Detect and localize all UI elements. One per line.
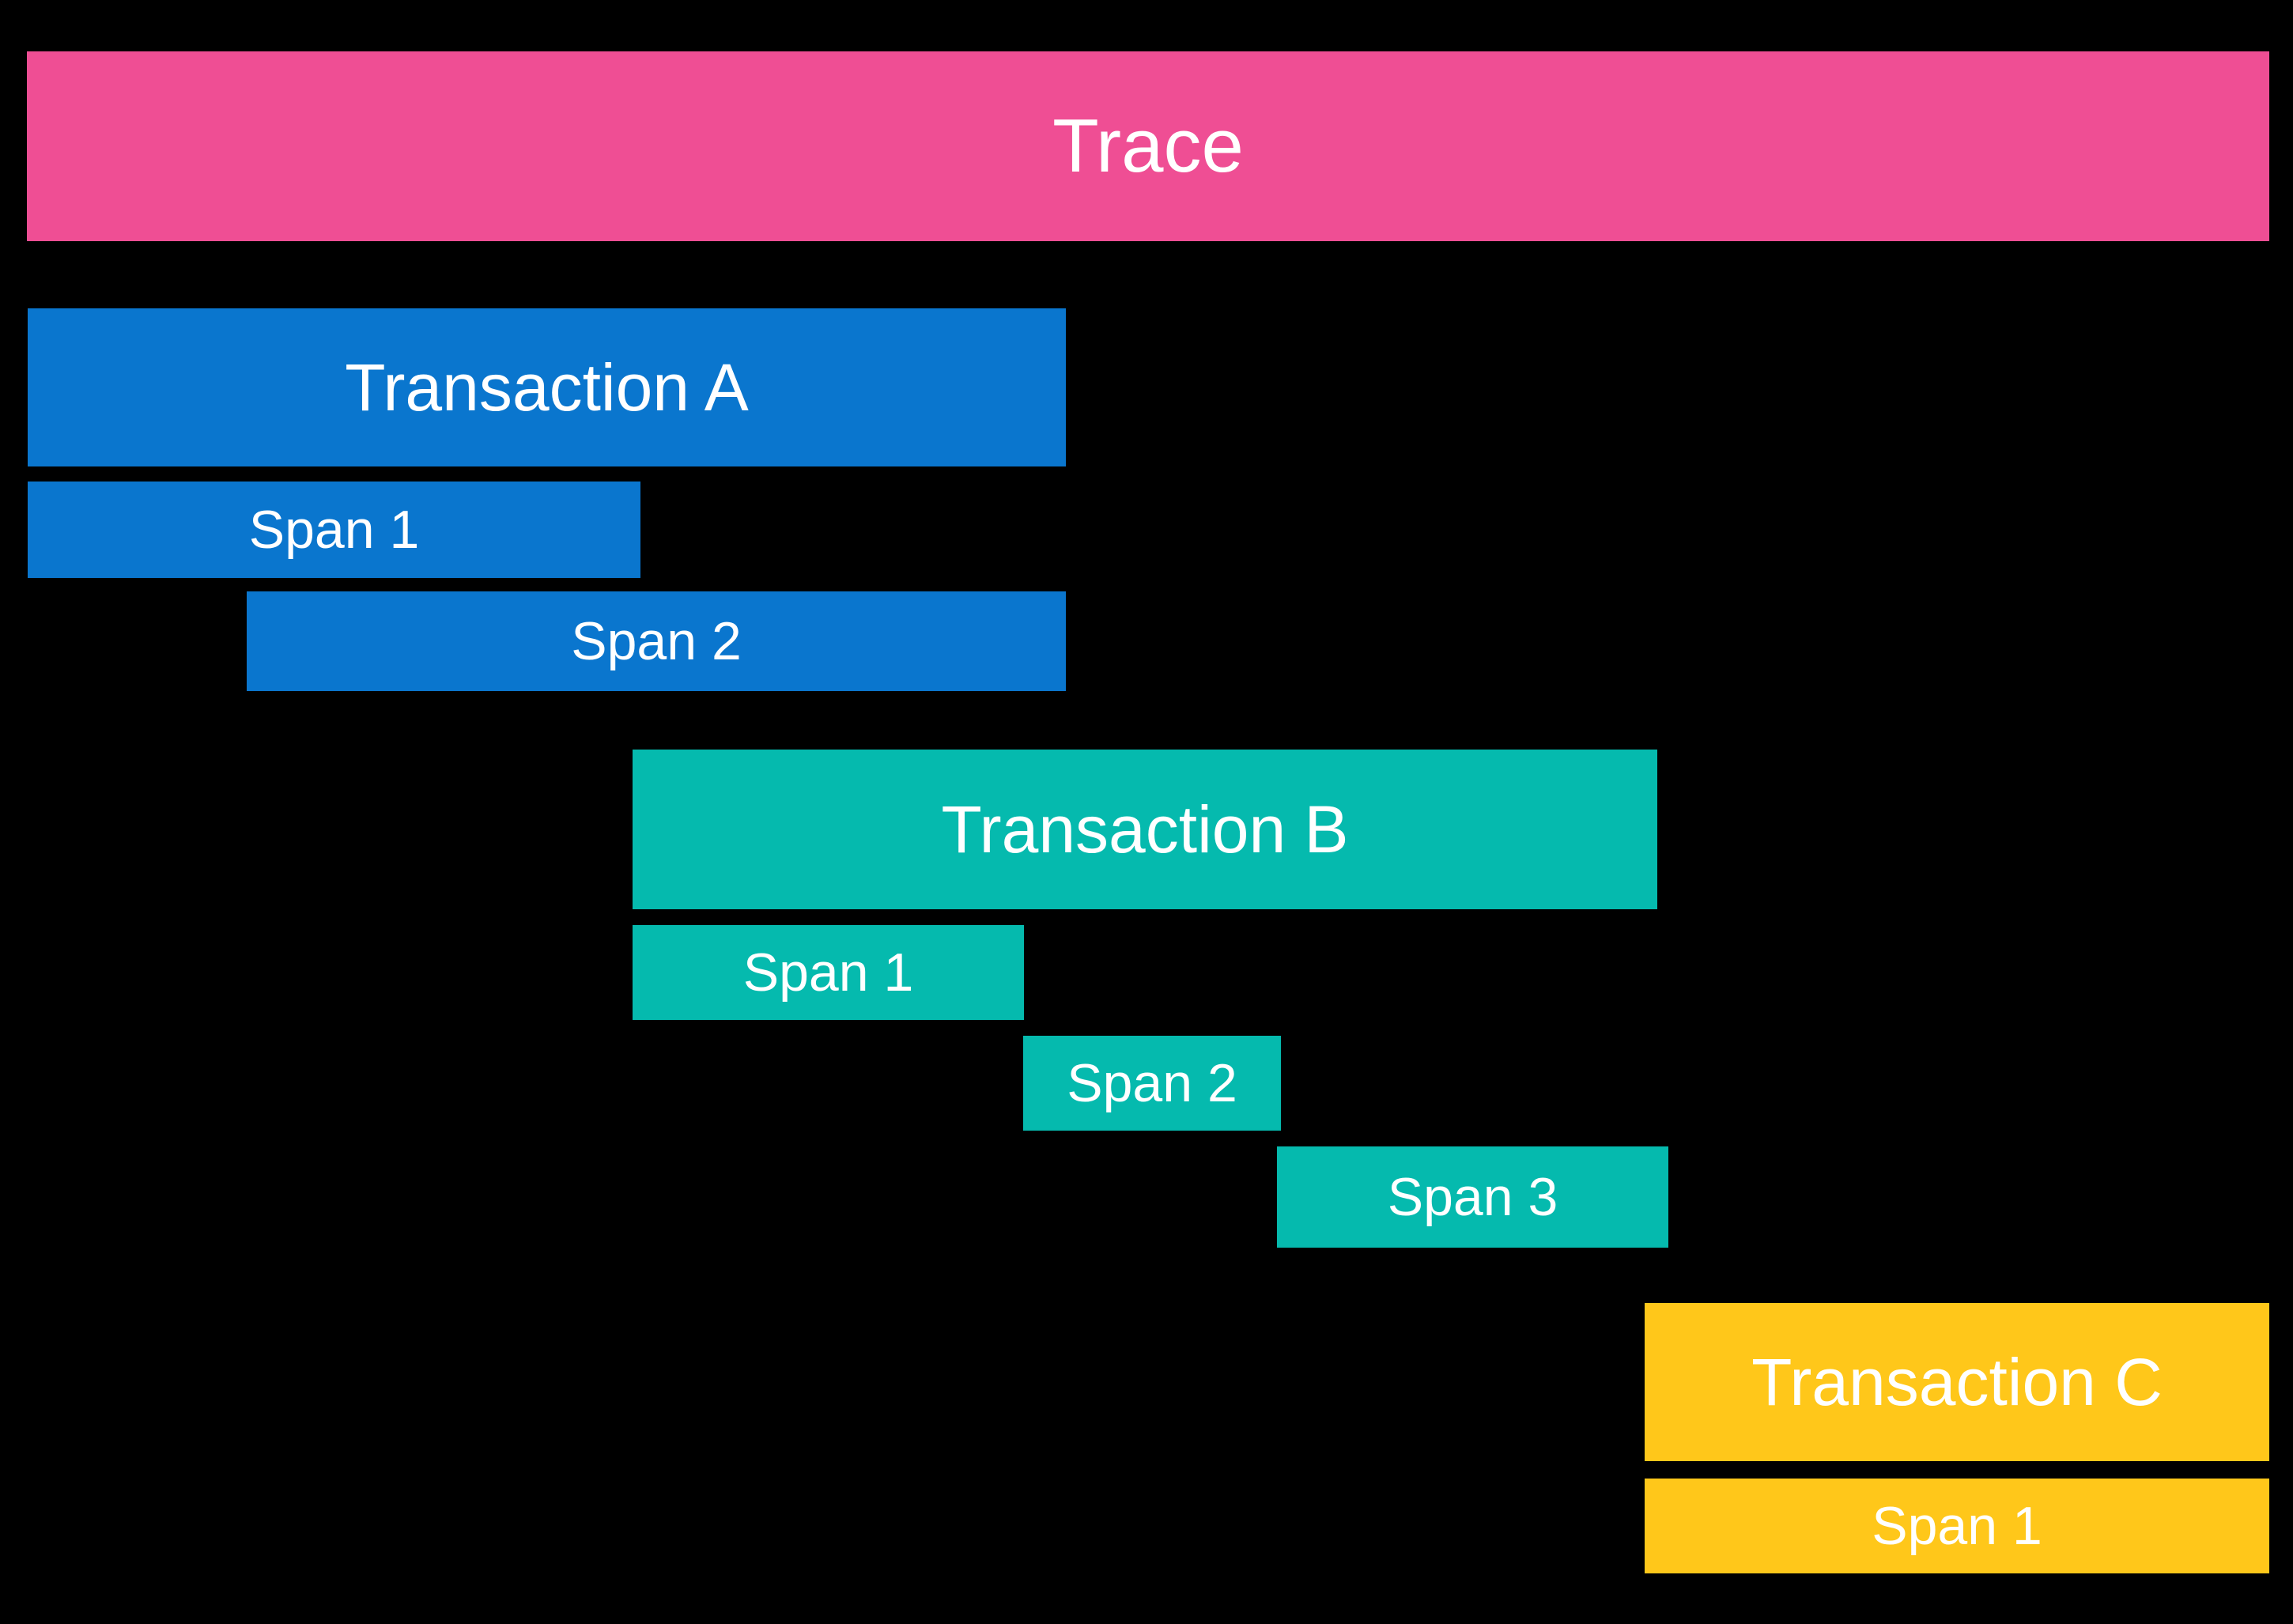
transaction-a-bar[interactable]: Transaction A: [28, 308, 1066, 466]
transaction-b-span-3-bar[interactable]: Span 3: [1277, 1146, 1668, 1248]
transaction-c-bar[interactable]: Transaction C: [1645, 1303, 2269, 1461]
transaction-b-span-1-label: Span 1: [742, 942, 914, 1003]
trace-bar[interactable]: Trace: [27, 51, 2269, 241]
transaction-b-label: Transaction B: [941, 792, 1349, 867]
transaction-b-span-2-bar[interactable]: Span 2: [1023, 1036, 1281, 1131]
transaction-b-span-2-label: Span 2: [1067, 1053, 1237, 1113]
transaction-b-bar[interactable]: Transaction B: [633, 750, 1657, 909]
trace-label: Trace: [1052, 104, 1244, 188]
transaction-b-span-3-label: Span 3: [1387, 1167, 1558, 1227]
transaction-c-span-1-label: Span 1: [1872, 1496, 2042, 1556]
transaction-a-span-1-bar[interactable]: Span 1: [28, 482, 640, 578]
transaction-a-span-1-label: Span 1: [248, 500, 420, 560]
transaction-a-label: Transaction A: [345, 350, 749, 425]
transaction-c-label: Transaction C: [1751, 1345, 2163, 1419]
transaction-b-span-1-bar[interactable]: Span 1: [633, 925, 1024, 1020]
transaction-a-span-2-label: Span 2: [571, 611, 742, 671]
transaction-a-span-2-bar[interactable]: Span 2: [247, 591, 1066, 691]
transaction-c-span-1-bar[interactable]: Span 1: [1645, 1479, 2269, 1573]
